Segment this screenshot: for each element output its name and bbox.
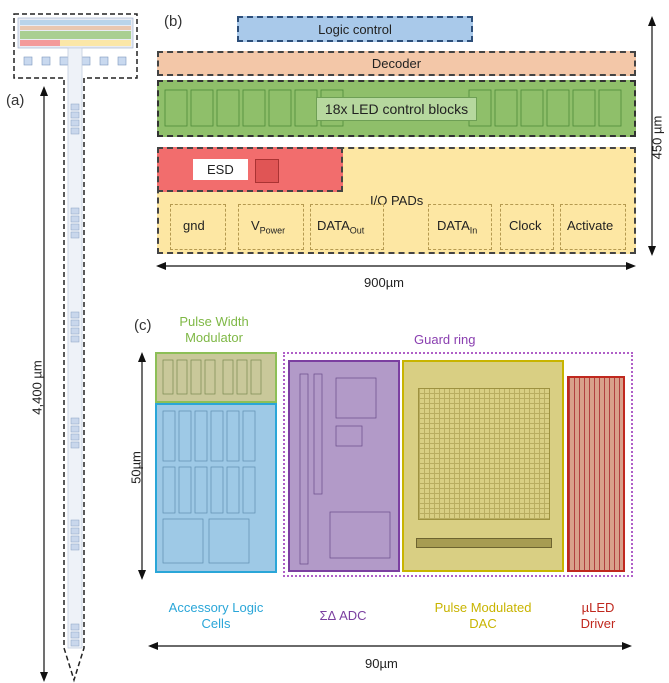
decoder-block: Decoder — [157, 51, 636, 76]
legend-pulse-modulated-dac: Pulse Modulated DAC — [434, 600, 532, 631]
dac-bottom-bus — [416, 538, 552, 548]
legend-accessory-logic: Accessory Logic Cells — [168, 600, 264, 631]
panel-b-width-label: 900µm — [364, 275, 405, 290]
decoder-label: Decoder — [371, 56, 422, 71]
panel-a-label: (a) — [6, 92, 25, 109]
led-block-cells — [164, 89, 622, 127]
logic-control-block: Logic control — [237, 16, 473, 42]
uled-driver-block — [567, 376, 625, 572]
logic-control-label: Logic control — [318, 21, 392, 37]
panel-b-label: (b) — [164, 13, 183, 30]
panel-b-height-label: 450 µm — [649, 115, 665, 160]
guard-ring-label: Guard ring — [414, 332, 476, 347]
pad-data-out-label: DATAOut — [317, 218, 365, 236]
pulse-modulated-dac-block — [402, 360, 564, 572]
pad-gnd: gnd — [170, 204, 226, 250]
pad-vpower-label: VPower — [251, 218, 286, 236]
esd-cell — [255, 159, 279, 183]
probe-shank-drawing — [13, 13, 138, 683]
guard-ring — [283, 352, 633, 577]
esd-label: ESD — [193, 159, 248, 180]
dac-array — [418, 388, 550, 520]
panel-b-dimension-arrows — [156, 16, 656, 270]
sigma-delta-adc-block — [288, 360, 400, 572]
pad-data-in: DATAIn — [428, 204, 492, 250]
esd-block: ESD — [157, 147, 343, 192]
legend-sigma-delta-adc: ΣΔ ADC — [319, 608, 367, 623]
panel-c-width-label: 90µm — [365, 656, 398, 671]
pad-gnd-label: gnd — [183, 218, 205, 233]
pwm-cells — [162, 359, 262, 395]
pad-activate-label: Activate — [567, 218, 614, 233]
pwm-block — [155, 352, 277, 403]
pad-clock-label: Clock — [509, 218, 542, 233]
adc-cells — [299, 373, 391, 565]
panel-c-label: (c) — [134, 317, 152, 334]
pad-activate: Activate — [560, 204, 626, 250]
accessory-logic-cells — [162, 410, 256, 564]
legend-uled-driver: µLED Driver — [580, 600, 616, 631]
pad-clock: Clock — [500, 204, 554, 250]
accessory-logic-block — [155, 403, 277, 573]
led-control-blocks: 18x LED control blocks — [157, 80, 636, 137]
panel-c-height-label: 50µm — [128, 451, 144, 484]
led-blocks-label: 18x LED control blocks — [315, 96, 478, 121]
panel-c-dimension-arrows — [138, 352, 632, 650]
pwm-label: Pulse Width Modulator — [179, 314, 249, 345]
pad-data-out: DATAOut — [310, 204, 384, 250]
pad-data-in-label: DATAIn — [437, 218, 478, 236]
pad-vpower: VPower — [238, 204, 304, 250]
